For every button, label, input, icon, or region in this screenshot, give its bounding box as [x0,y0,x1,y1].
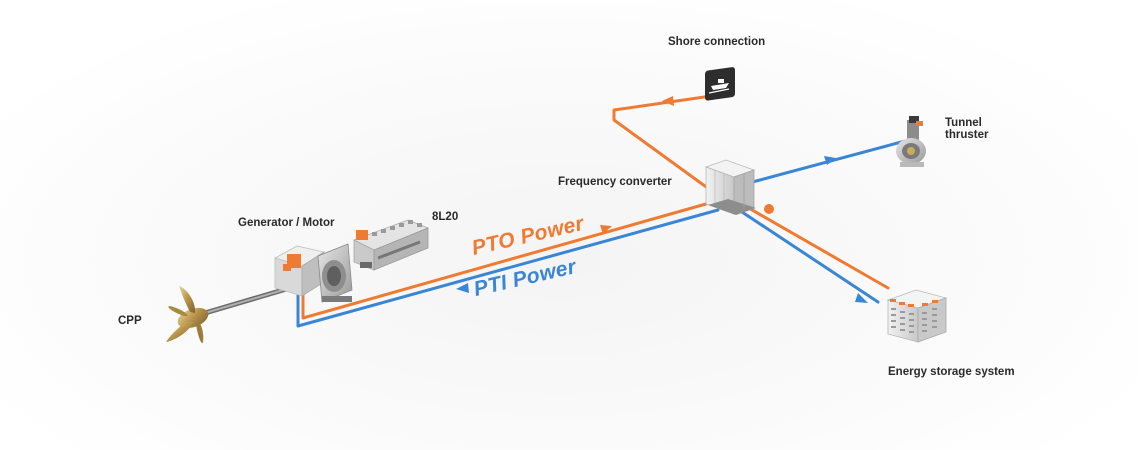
tunnel-thruster-unit [896,116,926,167]
tunnel-thruster-label-line1: Tunnel [945,117,982,129]
pto-line-energy-storage [738,201,890,290]
arrow-storage-icon [855,293,868,303]
junction-dot-icon [764,204,774,214]
frequency-converter-cabinets [704,159,756,215]
pti-line-energy-storage [740,210,880,304]
cpp-label: CPP [118,315,142,327]
shore-plug-ship-icon [705,67,735,101]
generator-motor-unit [273,243,353,303]
flow-arrows [456,96,868,303]
energy-storage-system-label: Energy storage system [888,366,1015,378]
arrow-thruster-icon [824,156,836,165]
arrow-pti-left-icon [456,283,469,293]
energy-storage-racks [886,289,948,343]
engine-8l20 [352,219,430,271]
generator-motor-label: Generator / Motor [238,217,335,229]
tunnel-thruster-label-line2: thruster [945,129,989,141]
pto-lines [301,91,890,320]
cpp-propeller [166,282,303,344]
shore-connection-label: Shore connection [668,36,766,48]
frequency-converter-label: Frequency converter [558,176,672,188]
arrow-shore-left-icon [662,96,674,106]
pti-line-tunnel-thruster [743,139,907,186]
engine-model-label: 8L20 [432,211,459,223]
arrow-pto-right-icon [600,225,612,234]
